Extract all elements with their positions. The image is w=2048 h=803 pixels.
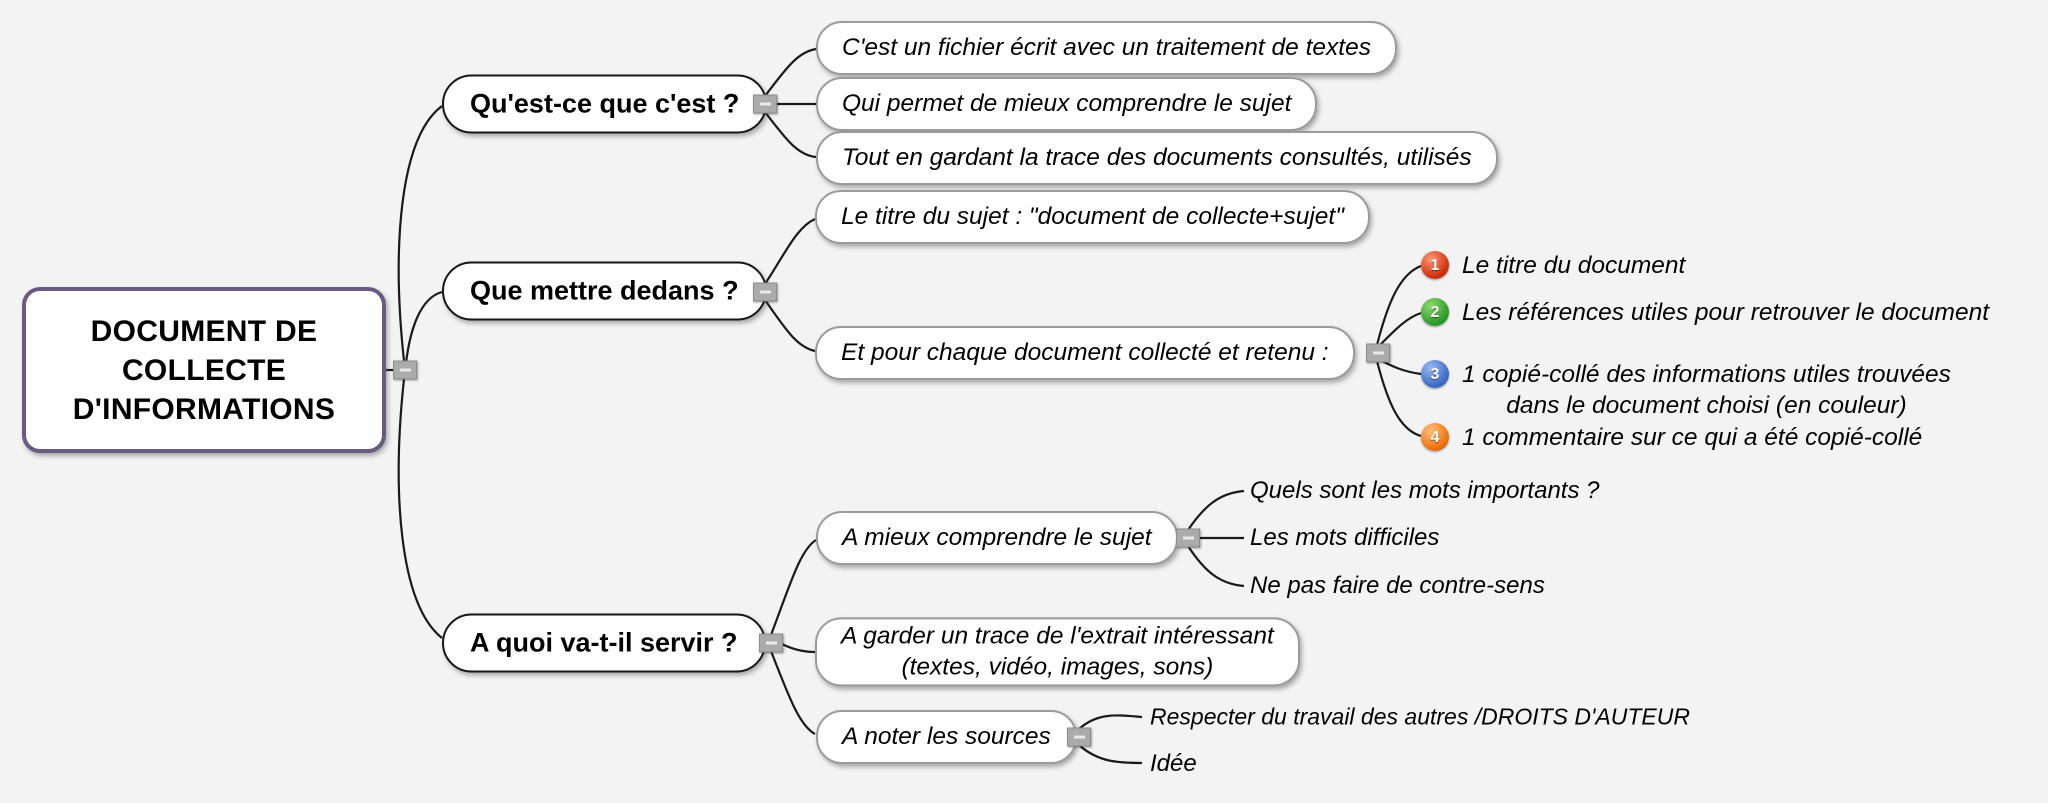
minus-icon <box>399 368 411 372</box>
branch-what-is-it-for[interactable]: A quoi va-t-il servir ? <box>442 613 766 673</box>
list-item[interactable]: 2 Les références utiles pour retrouver l… <box>1421 297 1989 328</box>
number-1-badge-icon: 1 <box>1421 251 1449 279</box>
leaf-important-words[interactable]: Quels sont les mots importants ? <box>1250 477 1600 504</box>
list-item[interactable]: 4 1 commentaire sur ce qui a été copié-c… <box>1421 422 1922 453</box>
leaf-idea[interactable]: Idée <box>1150 750 1197 777</box>
node-keep-track-of-documents[interactable]: Tout en gardant la trace des documents c… <box>816 131 1498 185</box>
collapse-handle-branch-3[interactable] <box>759 633 783 653</box>
node-better-understand-subject[interactable]: Qui permet de mieux comprendre le sujet <box>816 77 1318 131</box>
collapse-handle-branch-1[interactable] <box>753 94 777 114</box>
collapse-handle-better-understand[interactable] <box>1176 528 1200 548</box>
node-keep-trace-of-excerpt[interactable]: A garder un trace de l'extrait intéressa… <box>815 617 1300 687</box>
collapse-handle-for-each-document[interactable] <box>1366 343 1390 363</box>
node-for-each-collected-document[interactable]: Et pour chaque document collecté et rete… <box>815 326 1355 380</box>
number-2-badge-icon: 2 <box>1421 298 1449 326</box>
branch-what-is-it[interactable]: Qu'est-ce que c'est ? <box>442 74 768 134</box>
badge-item-label: 1 copié-collé des informations utiles tr… <box>1462 361 1951 419</box>
minus-icon <box>1182 536 1194 540</box>
leaf-no-misinterpretation[interactable]: Ne pas faire de contre-sens <box>1250 572 1545 599</box>
leaf-difficult-words[interactable]: Les mots difficiles <box>1250 524 1440 551</box>
node-better-understand[interactable]: A mieux comprendre le sujet <box>816 511 1178 565</box>
root-node[interactable]: DOCUMENT DE COLLECTE D'INFORMATIONS <box>22 287 386 453</box>
badge-item-label: 1 commentaire sur ce qui a été copié-col… <box>1462 424 1923 451</box>
minus-icon <box>765 641 777 645</box>
list-item[interactable]: 3 1 copié-collé des informations utiles … <box>1421 359 1951 421</box>
node-file-written-with-word-processor[interactable]: C'est un fichier écrit avec un traitemen… <box>816 21 1397 75</box>
number-3-badge-icon: 3 <box>1421 360 1449 388</box>
list-item[interactable]: 1 Le titre du document <box>1421 250 1685 281</box>
minus-icon <box>1073 735 1085 739</box>
branch-what-to-put-inside[interactable]: Que mettre dedans ? <box>442 261 767 321</box>
badge-item-label: Les références utiles pour retrouver le … <box>1462 299 1990 326</box>
collapse-handle-note-sources[interactable] <box>1067 727 1091 747</box>
minus-icon <box>759 102 771 106</box>
collapse-handle-branch-2[interactable] <box>753 282 777 302</box>
node-subject-title[interactable]: Le titre du sujet : "document de collect… <box>815 190 1370 244</box>
badge-item-label: Le titre du document <box>1462 252 1686 279</box>
leaf-respect-copyright[interactable]: Respecter du travail des autres /DROITS … <box>1150 703 1690 730</box>
node-note-the-sources[interactable]: A noter les sources <box>816 710 1077 764</box>
collapse-handle-root[interactable] <box>393 360 417 380</box>
number-4-badge-icon: 4 <box>1421 423 1449 451</box>
minus-icon <box>1372 351 1384 355</box>
minus-icon <box>759 290 771 294</box>
